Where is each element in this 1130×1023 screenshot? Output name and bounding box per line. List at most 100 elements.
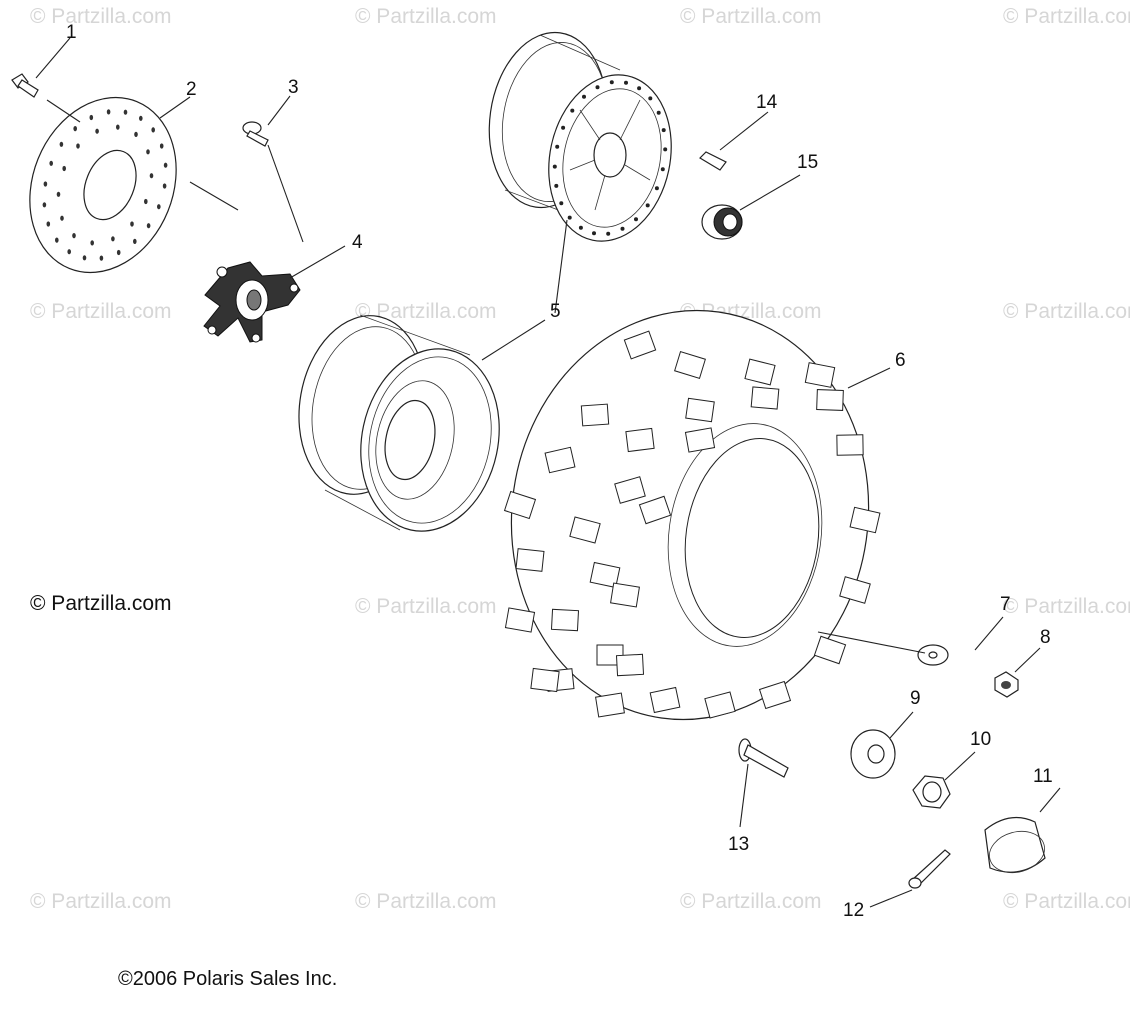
part-bolt-1[interactable]	[11, 73, 39, 98]
disc-hole	[43, 181, 48, 187]
callout-5: 5	[550, 301, 561, 322]
rim-bolt	[645, 203, 650, 208]
watermark-text: © Partzilla.com	[30, 5, 172, 28]
watermark-text: © Partzilla.com	[355, 5, 497, 28]
tire-tread-blocks	[503, 330, 881, 719]
brake-disc-holes	[42, 109, 168, 261]
disc-hole	[151, 127, 155, 133]
part-valve-stem[interactable]	[699, 151, 727, 171]
rim-bolt	[654, 186, 659, 191]
disc-hole	[134, 131, 138, 137]
tread-block	[836, 434, 864, 456]
rim-bolt	[595, 85, 600, 90]
tread-block	[704, 691, 736, 719]
copyright-notice: ©2006 Polaris Sales Inc.	[118, 968, 338, 990]
tread-block	[674, 351, 706, 379]
tread-block	[813, 635, 847, 665]
part-valve-cap[interactable]	[701, 204, 743, 240]
watermark-text: © Partzilla.com	[30, 890, 172, 913]
part-bolt-3[interactable]	[242, 121, 269, 147]
rim-bolt	[559, 201, 564, 206]
callout-2: 2	[186, 79, 197, 100]
tread-block	[615, 653, 645, 677]
watermark-text: © Partzilla.com	[30, 300, 172, 323]
rim-bolt	[620, 226, 625, 231]
part-lug-nut[interactable]	[994, 671, 1019, 698]
part-cotter-pin[interactable]	[908, 849, 951, 889]
rim-bolt	[661, 128, 666, 133]
part-hub-cap[interactable]	[984, 816, 1049, 879]
disc-hole	[146, 149, 150, 155]
part-washer-9[interactable]	[850, 729, 896, 779]
watermark-text: © Partzilla.com	[355, 890, 497, 913]
tread-block	[623, 330, 657, 360]
tread-block	[503, 490, 537, 520]
part-wheel-rim-lower[interactable]	[285, 306, 515, 545]
callout-1: 1	[66, 22, 77, 43]
part-brake-disc[interactable]	[4, 75, 201, 294]
disc-hole	[89, 114, 94, 121]
rim-bolt	[567, 215, 572, 220]
rim-bolt	[570, 108, 575, 113]
disc-hole	[123, 109, 128, 115]
tread-block	[580, 403, 610, 427]
disc-hole	[163, 162, 168, 168]
tread-block	[595, 692, 625, 718]
callout-14: 14	[756, 92, 778, 113]
rim-bolt	[634, 217, 638, 222]
tread-block	[849, 506, 881, 534]
watermark-text: © Partzilla.com	[1003, 300, 1130, 323]
callout-3: 3	[288, 77, 299, 98]
disc-hole	[56, 191, 61, 197]
callout-4: 4	[352, 232, 363, 253]
tread-block	[544, 446, 576, 474]
disc-hole	[159, 143, 164, 149]
disc-hole	[42, 202, 47, 208]
watermark-text: © Partzilla.com	[1003, 890, 1130, 913]
callout-9: 9	[910, 688, 921, 709]
disc-hole	[72, 233, 76, 239]
part-pin[interactable]	[738, 738, 789, 778]
callout-10: 10	[970, 729, 991, 750]
disc-hole	[60, 215, 64, 221]
rim-bolt	[648, 96, 653, 101]
rim-bolt	[552, 164, 557, 169]
watermark-text: © Partzilla.com	[680, 890, 822, 913]
tread-block	[550, 608, 580, 632]
disc-hole	[90, 240, 94, 246]
rim-bolt	[582, 94, 586, 99]
tread-block	[804, 362, 836, 388]
tread-block	[685, 397, 715, 423]
partzilla-credit: © Partzilla.com	[30, 592, 172, 615]
part-wheel-hub[interactable]	[203, 261, 301, 343]
tread-block	[684, 427, 716, 453]
callout-numbers: 1 2 3 4 5 6 7 8 9 10 11 12 13 14 15	[66, 22, 1053, 921]
part-castle-nut[interactable]	[912, 775, 951, 809]
rim-bolt	[555, 144, 560, 149]
rim-bolt	[656, 110, 661, 115]
watermark-text: © Partzilla.com	[355, 300, 497, 323]
callout-7: 7	[1000, 594, 1011, 615]
disc-hole	[95, 128, 99, 134]
disc-hole	[133, 238, 137, 244]
callout-15: 15	[797, 152, 818, 173]
leader-lines	[35, 37, 1061, 908]
callout-11: 11	[1033, 766, 1053, 787]
rim-bolt	[578, 225, 583, 230]
disc-hole	[116, 124, 120, 130]
disc-hole	[157, 204, 161, 210]
disc-hole	[130, 221, 134, 227]
rim-bolt	[609, 80, 614, 85]
part-washer-7[interactable]	[917, 644, 949, 666]
tread-block	[750, 386, 780, 410]
rim-bolt	[554, 183, 559, 188]
part-wheel-rim-upper[interactable]	[478, 25, 686, 253]
callout-13: 13	[728, 834, 749, 855]
watermark-text: © Partzilla.com	[680, 5, 822, 28]
part-tire[interactable]	[485, 287, 895, 743]
tread-block	[589, 561, 621, 589]
callout-6: 6	[895, 350, 906, 371]
disc-hole	[162, 183, 167, 189]
tread-block	[744, 358, 776, 386]
